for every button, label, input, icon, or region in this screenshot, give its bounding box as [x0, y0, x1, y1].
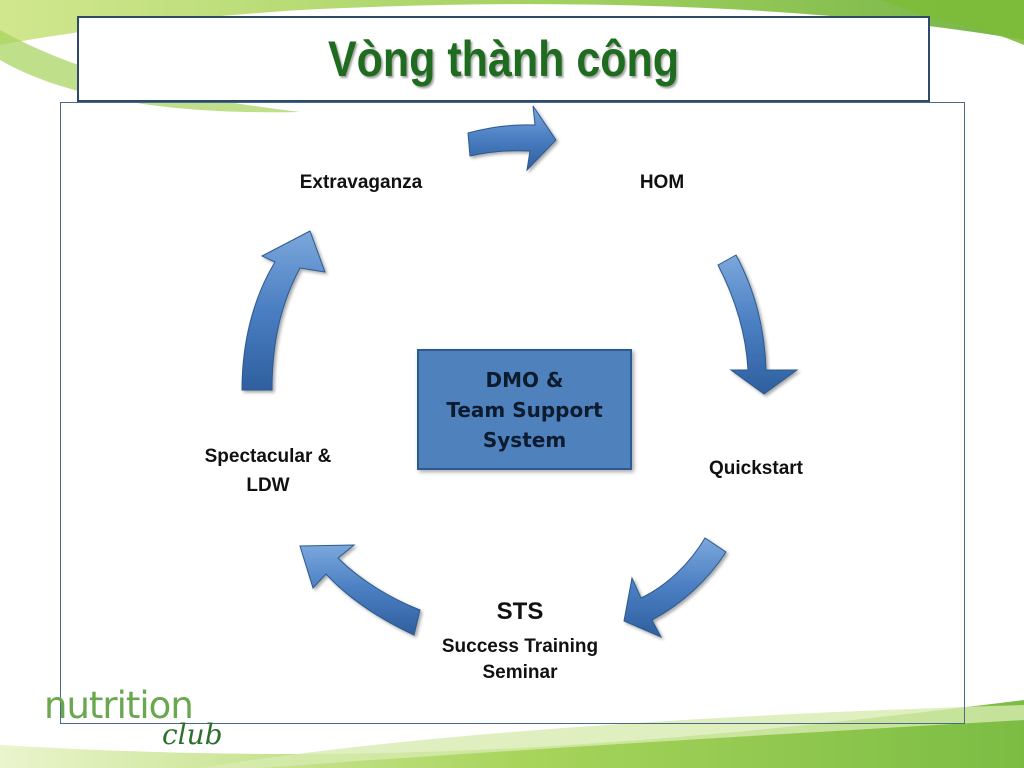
node-hom-label: HOM	[639, 172, 685, 193]
arrow-sts-to-spectacular	[299, 544, 421, 636]
title-box: Vòng thành công	[77, 16, 930, 102]
center-box-line3: System	[482, 427, 567, 452]
center-box-line1: DMO &	[485, 367, 564, 392]
arrow-extravaganza-to-hom	[467, 105, 557, 172]
slide-title: Vòng thành công	[327, 31, 680, 87]
nutrition-club-logo: nutrition club	[44, 684, 224, 764]
content-frame	[60, 102, 965, 724]
node-extravaganza: Extravaganza	[280, 172, 442, 194]
logo-sub-text: club	[162, 718, 223, 751]
arrow-hom-to-quickstart	[717, 254, 799, 395]
node-extravaganza-label: Extravaganza	[299, 172, 423, 193]
node-spectacular-line2: LDW	[246, 475, 290, 496]
node-hom: HOM	[612, 172, 712, 194]
node-sts-title: STS	[496, 598, 544, 625]
logo-main-text: nutrition	[44, 684, 194, 727]
arrow-quickstart-to-sts	[623, 537, 727, 639]
node-spectacular-line1: Spectacular &	[204, 446, 332, 467]
top-swoosh-right	[880, 0, 1024, 45]
arrow-spectacular-to-extravaganza	[241, 230, 326, 391]
center-box: DMO & Team Support System	[417, 349, 632, 470]
node-sts-line1: Success Training	[441, 636, 599, 657]
center-box-line2: Team Support	[446, 397, 603, 422]
bottom-swoosh-light	[200, 705, 1024, 768]
node-sts: STS Success Training Seminar	[420, 596, 620, 686]
node-spectacular: Spectacular & LDW	[178, 442, 358, 500]
node-quickstart: Quickstart	[692, 458, 820, 480]
bottom-swoosh	[0, 700, 1024, 768]
node-sts-line2: Seminar	[482, 662, 558, 683]
top-swoosh	[0, 0, 1024, 45]
node-quickstart-label: Quickstart	[709, 458, 803, 479]
